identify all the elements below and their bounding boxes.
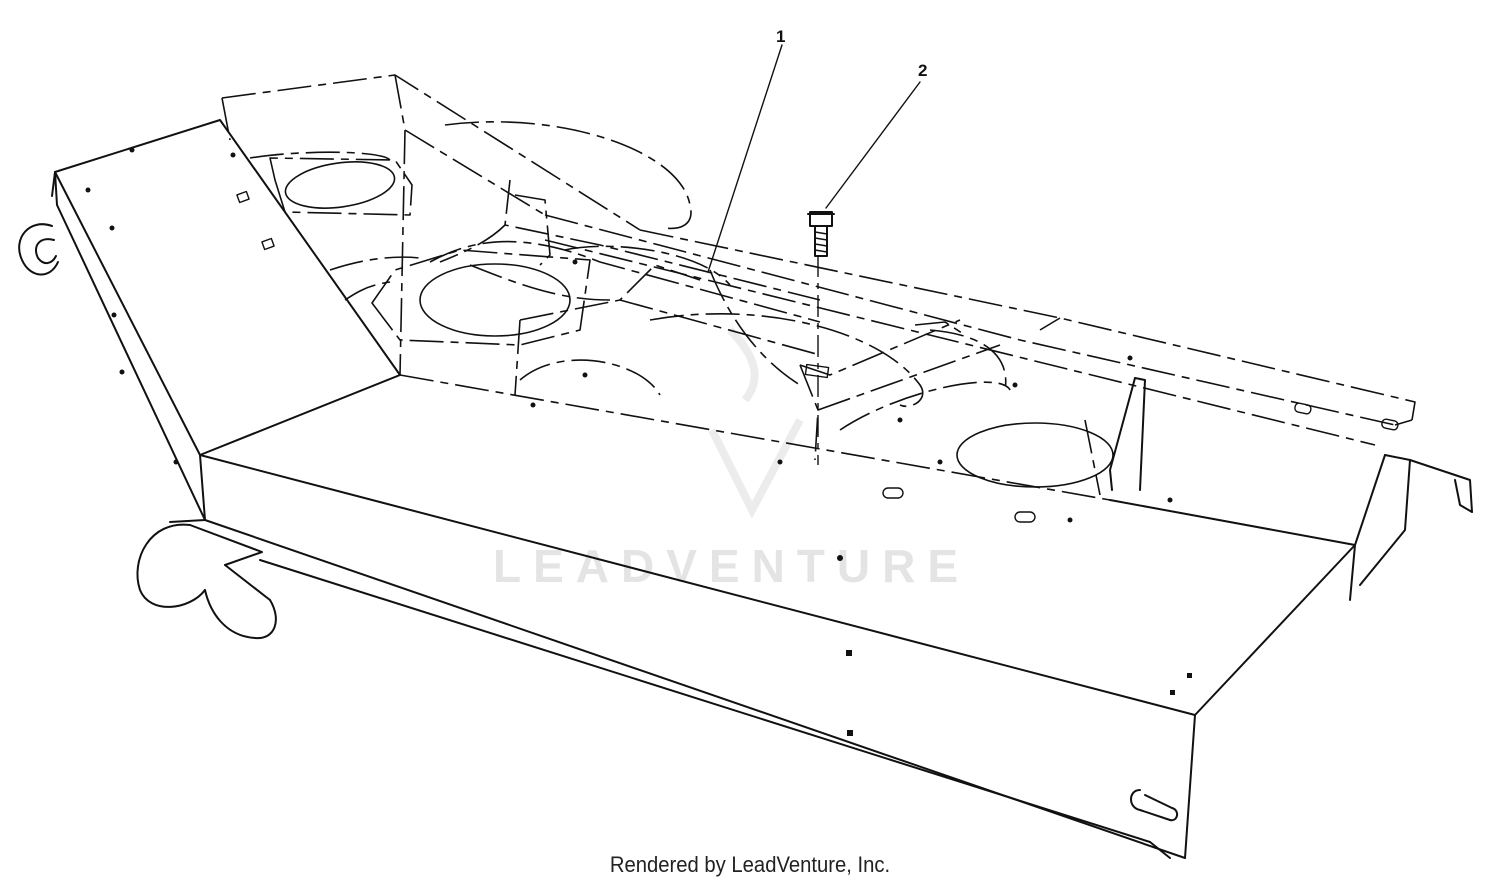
callout-1-label: 1 (776, 27, 785, 46)
deck-holes (530, 259, 1192, 736)
right-spindle-hole (956, 422, 1114, 488)
center-spindle-hole (419, 263, 571, 337)
callout-1: 1 (707, 27, 785, 273)
baffle-bracket (429, 179, 1001, 465)
callout-2-label: 2 (918, 61, 927, 80)
front-bracket (136, 519, 277, 640)
watermark-logo (708, 327, 804, 519)
spindle-holes (269, 157, 1114, 496)
left-hook (18, 223, 59, 276)
callout-2: 2 (825, 61, 927, 209)
left-spindle-hole (284, 161, 396, 209)
footer-credit: Rendered by LeadVenture, Inc. (609, 852, 891, 877)
left-end-panel (51, 119, 401, 521)
watermark-text: LEADVENTURE (493, 540, 970, 592)
right-rail (1109, 377, 1473, 586)
right-hook (1130, 789, 1178, 822)
deck-top (199, 374, 1356, 859)
hex-bolt (807, 211, 835, 257)
